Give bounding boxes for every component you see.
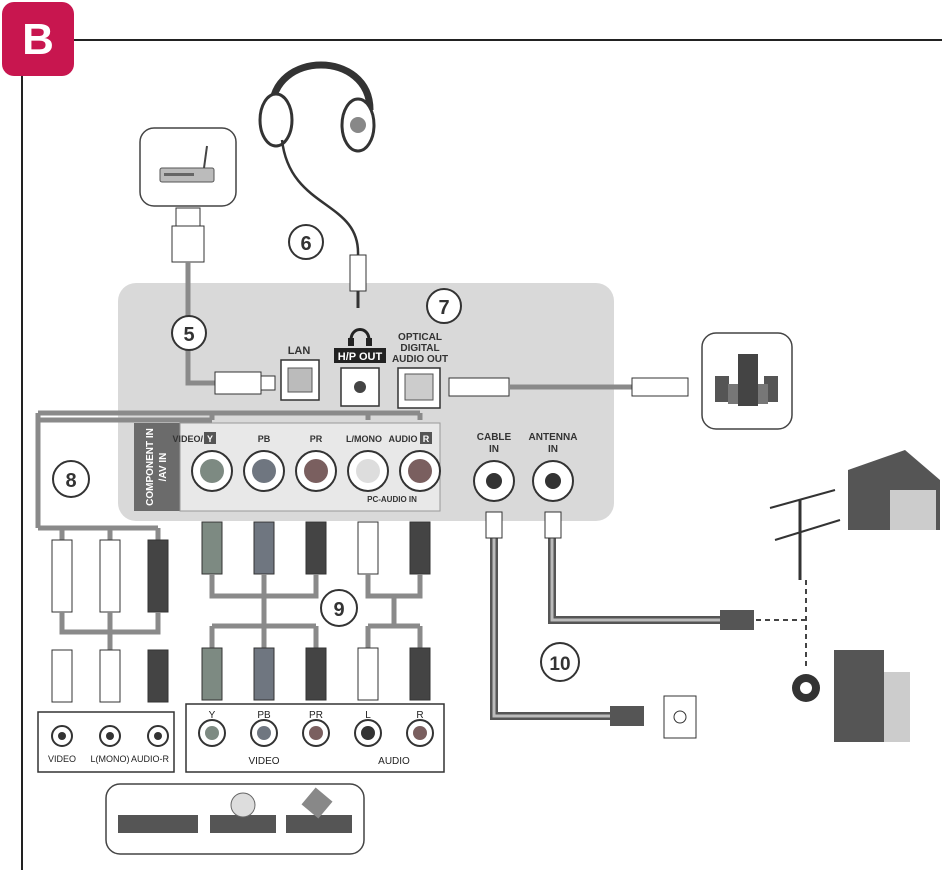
callout-6-label: 6	[300, 233, 311, 255]
hp-out-label: H/P OUT	[338, 351, 383, 363]
callout-10: 10	[540, 642, 580, 682]
wall-outlet-icon	[663, 695, 697, 739]
audio-word-label: AUDIO	[389, 434, 418, 444]
satellite-dish-icon	[792, 674, 820, 702]
pb-port-label: PB	[258, 434, 271, 444]
optical-label-1: OPTICAL	[398, 332, 442, 343]
component-source-panel	[185, 703, 445, 773]
comp-pb-label: PB	[257, 710, 271, 721]
hp-out-label-bg	[334, 348, 386, 363]
cable-in-port	[473, 460, 515, 502]
component-label-1: COMPONENT IN	[145, 428, 156, 506]
comp-l-label: L	[365, 710, 371, 721]
av-source-panel	[37, 711, 175, 773]
pr-port-label: PR	[310, 434, 323, 444]
headphone-jack-icon	[348, 328, 372, 346]
callout-8: 8	[52, 460, 90, 498]
pc-audio-label: PC-AUDIO IN	[367, 495, 417, 504]
y-badge	[204, 432, 216, 444]
av-video-label: VIDEO	[48, 754, 76, 764]
callout-7-label: 7	[438, 297, 449, 319]
video-y-label: VIDEO/	[172, 434, 203, 444]
antenna-in-label-1: ANTENNA	[529, 432, 578, 443]
antenna-coax	[548, 536, 722, 624]
source-devices-icon	[105, 783, 365, 855]
comp-y-label: Y	[209, 710, 216, 721]
comp-audio-label: AUDIO	[378, 756, 410, 767]
callout-9: 9	[320, 589, 358, 627]
headphones-icon	[258, 61, 376, 308]
av-cable-bundle	[35, 410, 423, 703]
antenna-in-port	[532, 460, 574, 502]
y-badge-label: Y	[207, 434, 213, 444]
callout-5: 5	[171, 315, 207, 351]
comp-pr-label: PR	[309, 710, 323, 721]
comp-video-label: VIDEO	[248, 756, 279, 767]
antenna-icon	[769, 489, 841, 580]
callout-10-label: 10	[549, 654, 570, 675]
r-badge-label: R	[423, 434, 430, 444]
optical-port	[397, 367, 441, 409]
section-badge-letter: B	[22, 15, 54, 64]
component-cable-bundle	[201, 521, 431, 701]
callout-7: 7	[426, 288, 462, 324]
lan-cable	[171, 207, 276, 395]
hp-out-port	[340, 367, 380, 407]
optical-cable	[448, 377, 689, 397]
component-label-2: /AV IN	[158, 453, 169, 482]
lan-port-label: LAN	[288, 345, 311, 357]
optical-label-2: DIGITAL	[400, 343, 439, 354]
optical-label-3: AUDIO OUT	[392, 354, 448, 365]
comp-r-label: R	[416, 710, 423, 721]
av-audio-r-label: AUDIO-R	[131, 754, 170, 764]
house-icon	[848, 450, 940, 530]
callout-8-label: 8	[65, 470, 76, 492]
callout-9-label: 9	[333, 599, 344, 621]
lmono-port-label: L/MONO	[346, 434, 382, 444]
callout-5-label: 5	[183, 324, 194, 346]
av-lmono-label: L(MONO)	[91, 754, 130, 764]
antenna-in-label-2: IN	[548, 444, 558, 455]
cable-in-label-1: CABLE	[477, 432, 512, 443]
r-badge	[420, 432, 432, 444]
section-badge: B	[2, 2, 74, 76]
lan-port	[280, 359, 320, 401]
router-icon	[139, 127, 237, 207]
building-icon	[834, 650, 910, 742]
callout-6: 6	[288, 224, 324, 260]
speaker-system-icon	[701, 332, 793, 430]
component-ports	[191, 450, 441, 492]
cable-in-label-2: IN	[489, 444, 499, 455]
